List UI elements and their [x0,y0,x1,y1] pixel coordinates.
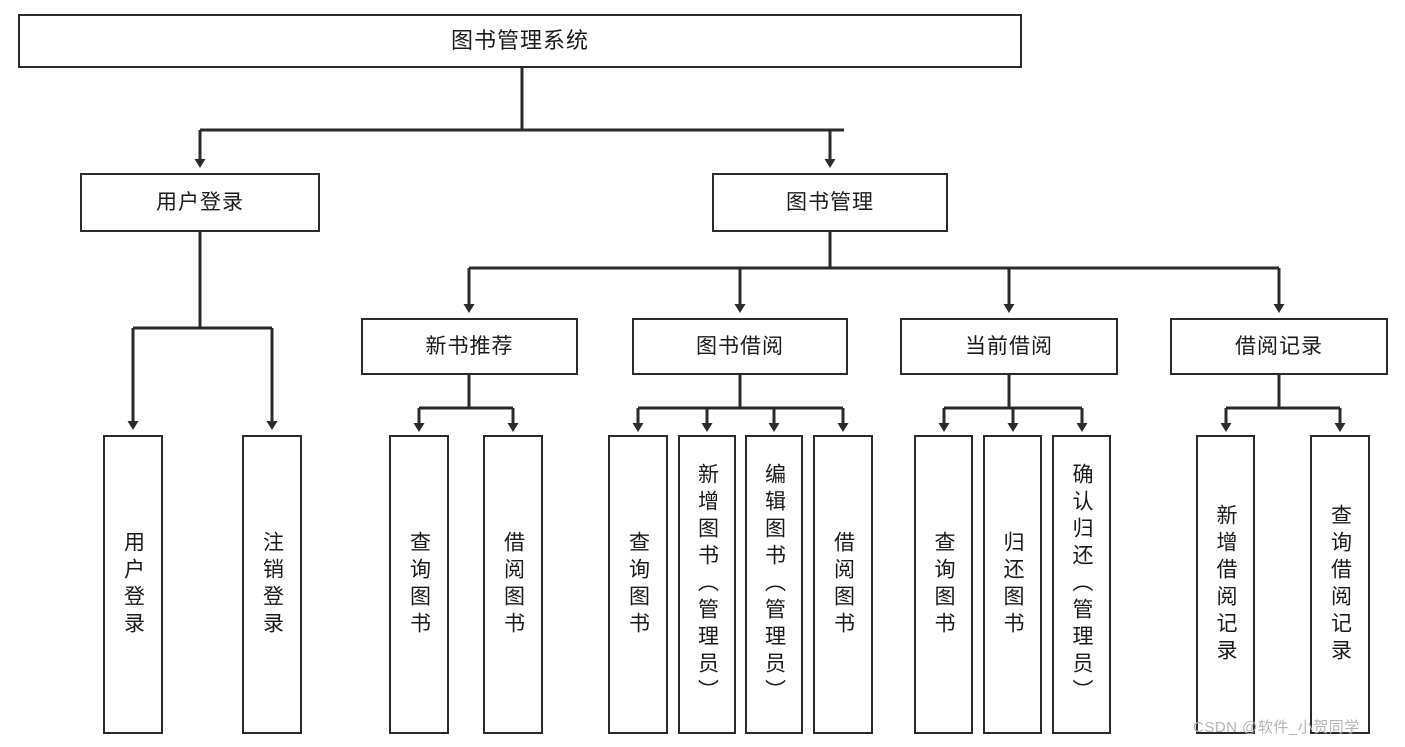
node-user-login[interactable]: 用户登录 [80,173,320,232]
node-leaf-add-book-label: 新增图书（管理员） [695,463,719,706]
node-book-manage[interactable]: 图书管理 [712,173,948,232]
node-leaf-query-book-2-label: 查询图书 [626,530,650,639]
node-current-borrow-label: 当前借阅 [965,334,1053,358]
node-leaf-query-book-2[interactable]: 查询图书 [608,435,668,734]
node-leaf-add-book[interactable]: 新增图书（管理员） [678,435,736,734]
node-leaf-borrow-book-1[interactable]: 借阅图书 [483,435,543,734]
node-leaf-query-book-3-label: 查询图书 [932,530,956,639]
node-leaf-query-book-3[interactable]: 查询图书 [914,435,973,734]
node-leaf-borrow-book-1-label: 借阅图书 [501,530,525,639]
node-borrow-record[interactable]: 借阅记录 [1170,318,1388,375]
node-current-borrow[interactable]: 当前借阅 [900,318,1118,375]
node-borrow-record-label: 借阅记录 [1235,334,1323,358]
node-book-borrow[interactable]: 图书借阅 [632,318,848,375]
node-leaf-borrow-book-2[interactable]: 借阅图书 [813,435,873,734]
node-leaf-confirm-return[interactable]: 确认归还（管理员） [1052,435,1111,734]
node-leaf-confirm-return-label: 确认归还（管理员） [1070,463,1094,706]
node-leaf-add-record-label: 新增借阅记录 [1214,503,1238,666]
node-book-manage-label: 图书管理 [786,190,874,214]
node-leaf-query-record-label: 查询借阅记录 [1328,503,1352,666]
node-leaf-user-login-label: 用户登录 [121,530,145,639]
node-leaf-edit-book-label: 编辑图书（管理员） [762,463,786,706]
node-leaf-query-record[interactable]: 查询借阅记录 [1310,435,1370,734]
node-book-borrow-label: 图书借阅 [696,334,784,358]
node-new-book-recommend-label: 新书推荐 [425,334,514,358]
node-leaf-return-book[interactable]: 归还图书 [983,435,1042,734]
node-user-login-label: 用户登录 [156,190,244,214]
node-leaf-edit-book[interactable]: 编辑图书（管理员） [745,435,803,734]
node-leaf-add-record[interactable]: 新增借阅记录 [1196,435,1255,734]
node-leaf-user-login[interactable]: 用户登录 [103,435,163,734]
node-leaf-user-logout[interactable]: 注销登录 [242,435,302,734]
node-root-label: 图书管理系统 [450,27,589,53]
node-leaf-return-book-label: 归还图书 [1001,530,1025,639]
node-new-book-recommend[interactable]: 新书推荐 [361,318,578,375]
node-leaf-borrow-book-2-label: 借阅图书 [831,530,855,639]
watermark: CSDN @软件_小贺同学 [1193,719,1360,736]
node-leaf-query-book-1-label: 查询图书 [407,530,431,639]
node-leaf-query-book-1[interactable]: 查询图书 [389,435,449,734]
node-root[interactable]: 图书管理系统 [18,14,1022,68]
node-leaf-user-logout-label: 注销登录 [260,530,284,639]
